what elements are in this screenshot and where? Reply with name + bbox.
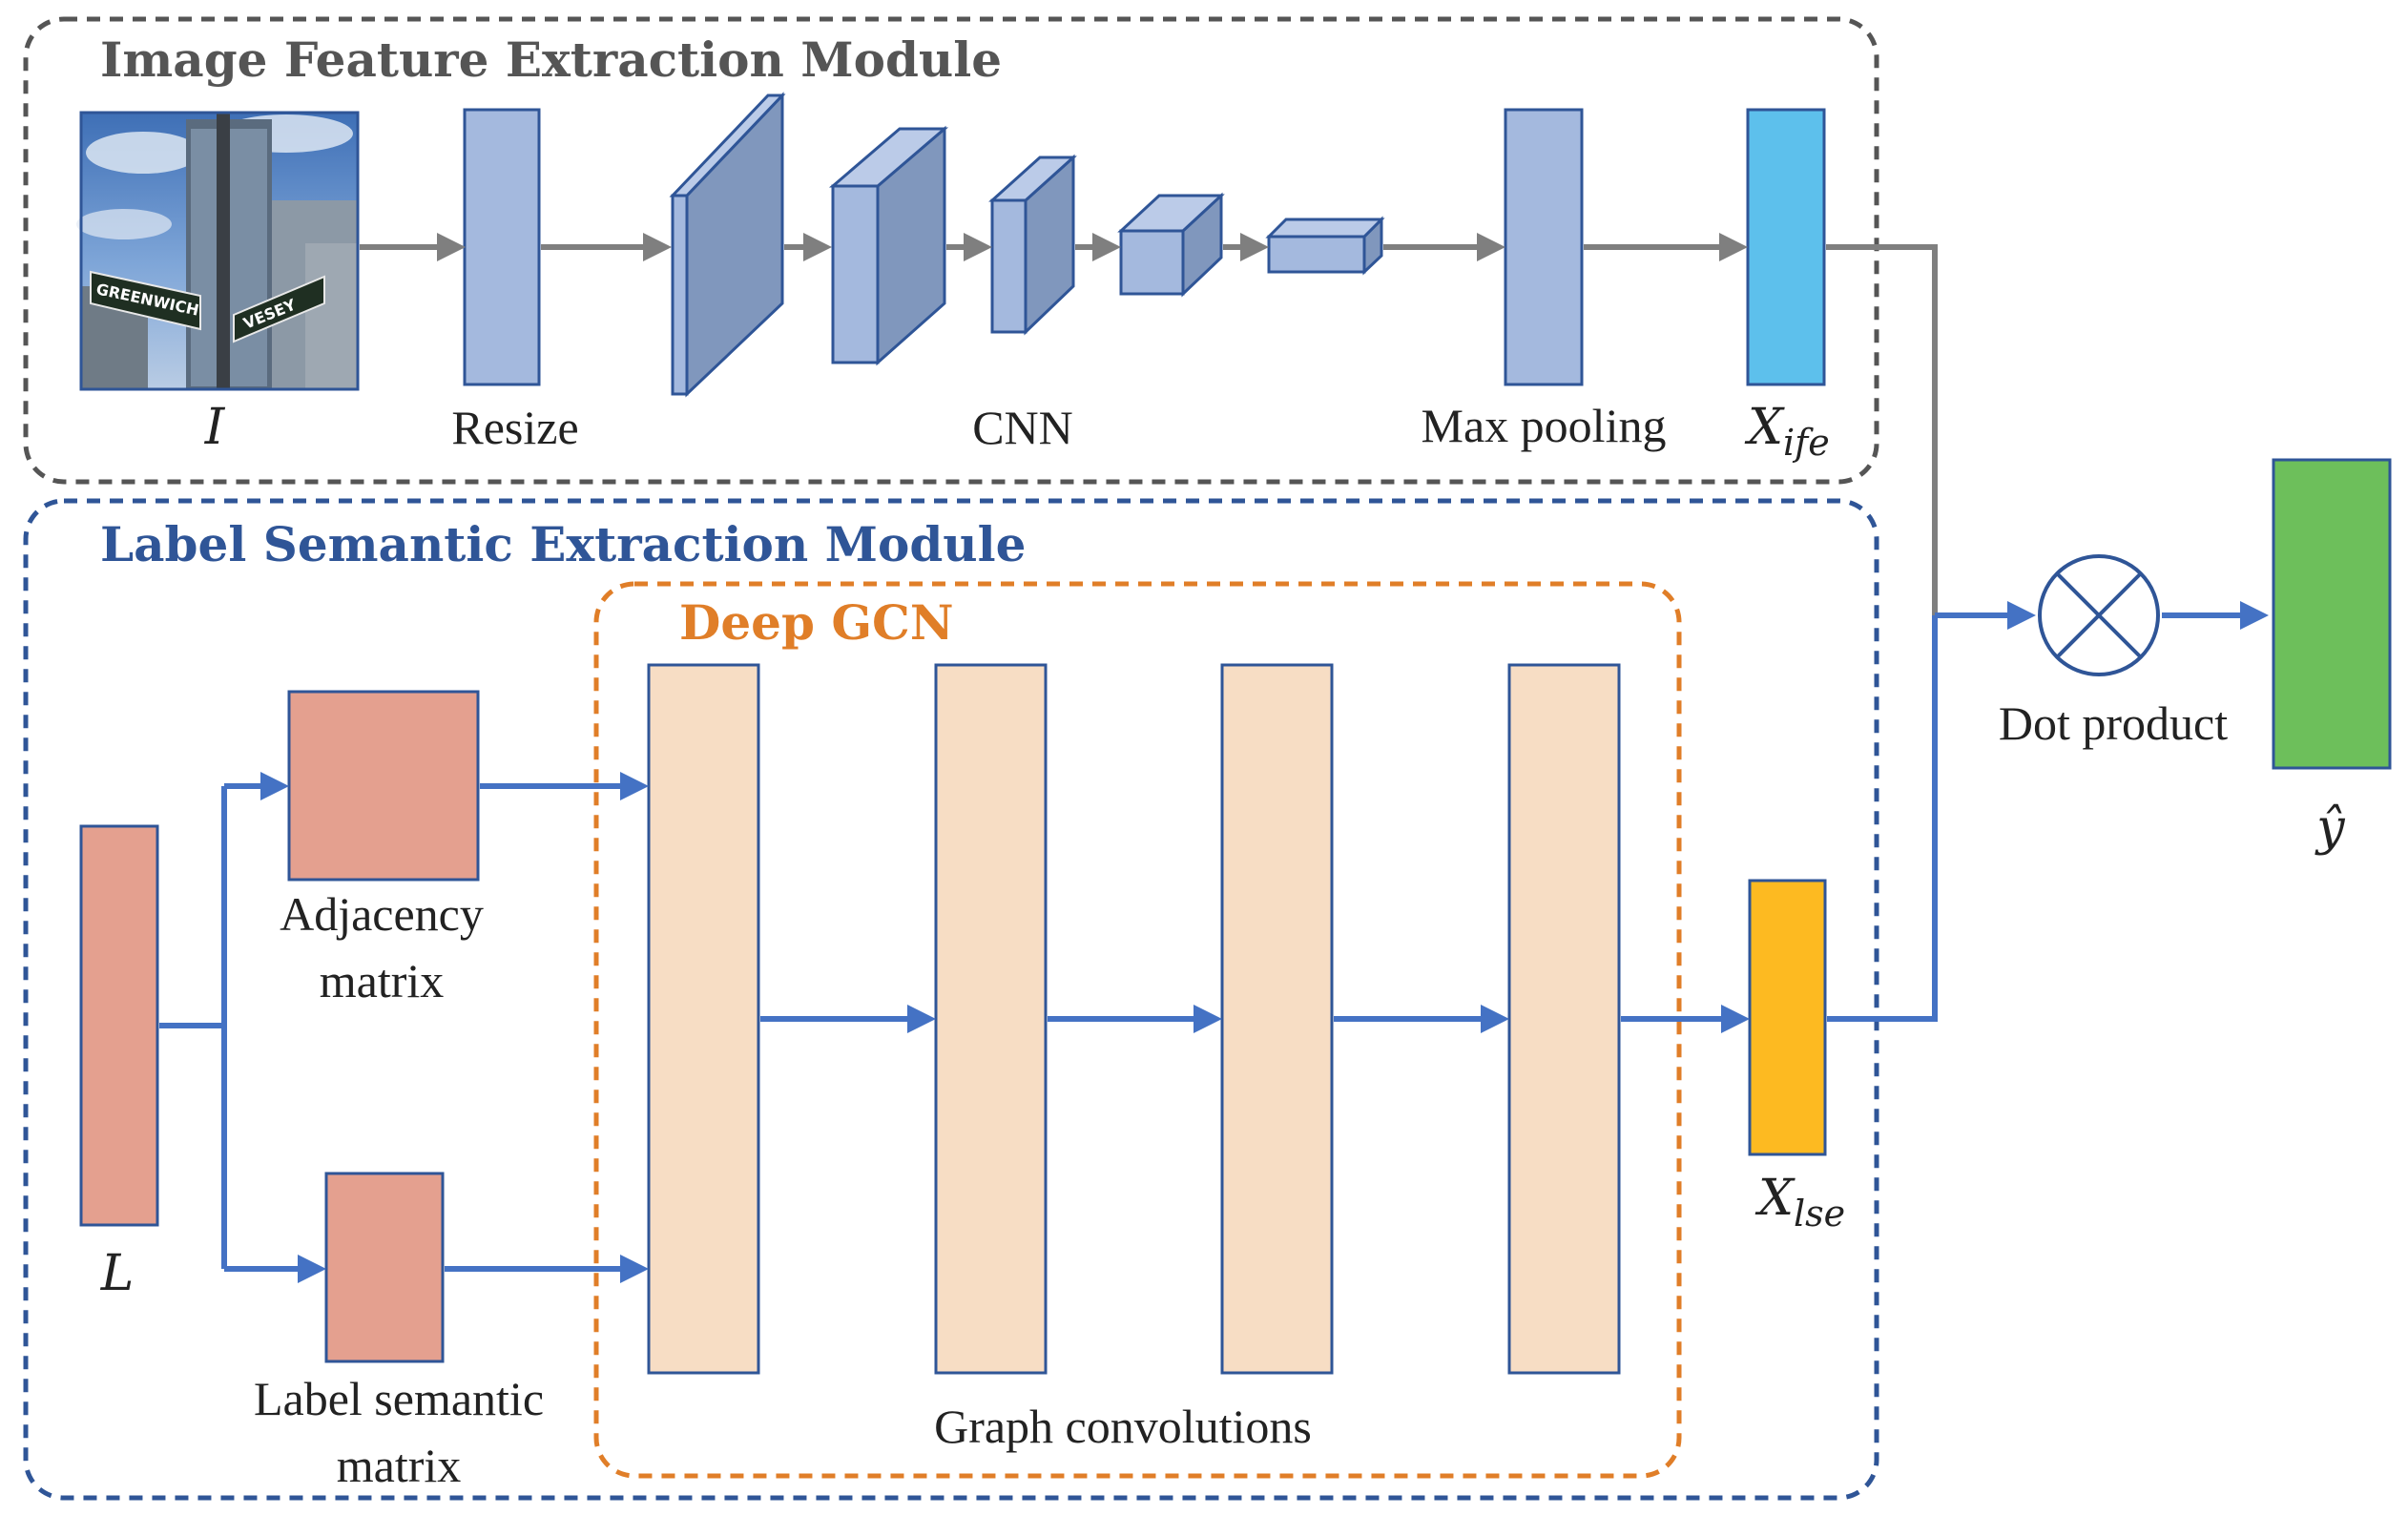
cnn-layer-1 <box>669 92 786 398</box>
cnn-layer-5 <box>1265 216 1385 276</box>
adjacency-matrix-block <box>287 690 480 882</box>
gcn-layer-4 <box>1507 663 1621 1375</box>
label-semantic-matrix-block <box>324 1172 445 1363</box>
gcn-layer-2 <box>934 663 1048 1375</box>
x-ife-label: Xife <box>1744 399 1830 464</box>
label-semantic-label-line2: matrix <box>337 1439 462 1492</box>
adjacency-label-line1: Adjacency <box>280 887 484 941</box>
cnn-layer-4 <box>1117 192 1225 298</box>
output-label: ŷ <box>2315 799 2345 857</box>
graph-convolutions-label: Graph convolutions <box>934 1400 1312 1453</box>
x-ife-block <box>1746 108 1826 386</box>
deep-gcn-box <box>593 581 1682 1479</box>
image-pipeline-arrows <box>360 233 1938 615</box>
cnn-label: CNN <box>972 401 1073 454</box>
input-image: GREENWICH VESEY <box>76 111 360 391</box>
resize-block <box>463 108 541 386</box>
image-feature-module-box <box>23 16 1879 485</box>
image-feature-module-title: Image Feature Extraction Module <box>100 31 1002 88</box>
gcn-layer-3 <box>1220 663 1334 1375</box>
cnn-layer-2 <box>828 125 949 366</box>
label-semantic-module-box <box>23 498 1879 1501</box>
adjacency-label-line2: matrix <box>320 954 445 1007</box>
x-lse-label: Xlse <box>1754 1170 1845 1235</box>
label-input-block <box>79 824 159 1227</box>
label-input-label: L <box>100 1245 135 1302</box>
cnn-layer-3 <box>988 154 1077 336</box>
x-lse-block <box>1748 879 1827 1156</box>
gcn-layer-1 <box>647 663 760 1375</box>
deep-gcn-title: Deep GCN <box>679 594 954 651</box>
label-semantic-label-line1: Label semantic <box>254 1372 544 1425</box>
max-pooling-block <box>1504 108 1584 386</box>
dot-product-label: Dot product <box>1999 696 2228 750</box>
label-semantic-module-title: Label Semantic Extraction Module <box>100 516 1026 572</box>
input-image-label: I <box>204 399 226 456</box>
dot-product-operator-icon <box>2038 554 2160 676</box>
label-pipeline-arrows <box>159 601 2269 1283</box>
resize-label: Resize <box>451 401 578 454</box>
max-pooling-label: Max pooling <box>1422 399 1667 452</box>
output-block <box>2272 458 2392 770</box>
